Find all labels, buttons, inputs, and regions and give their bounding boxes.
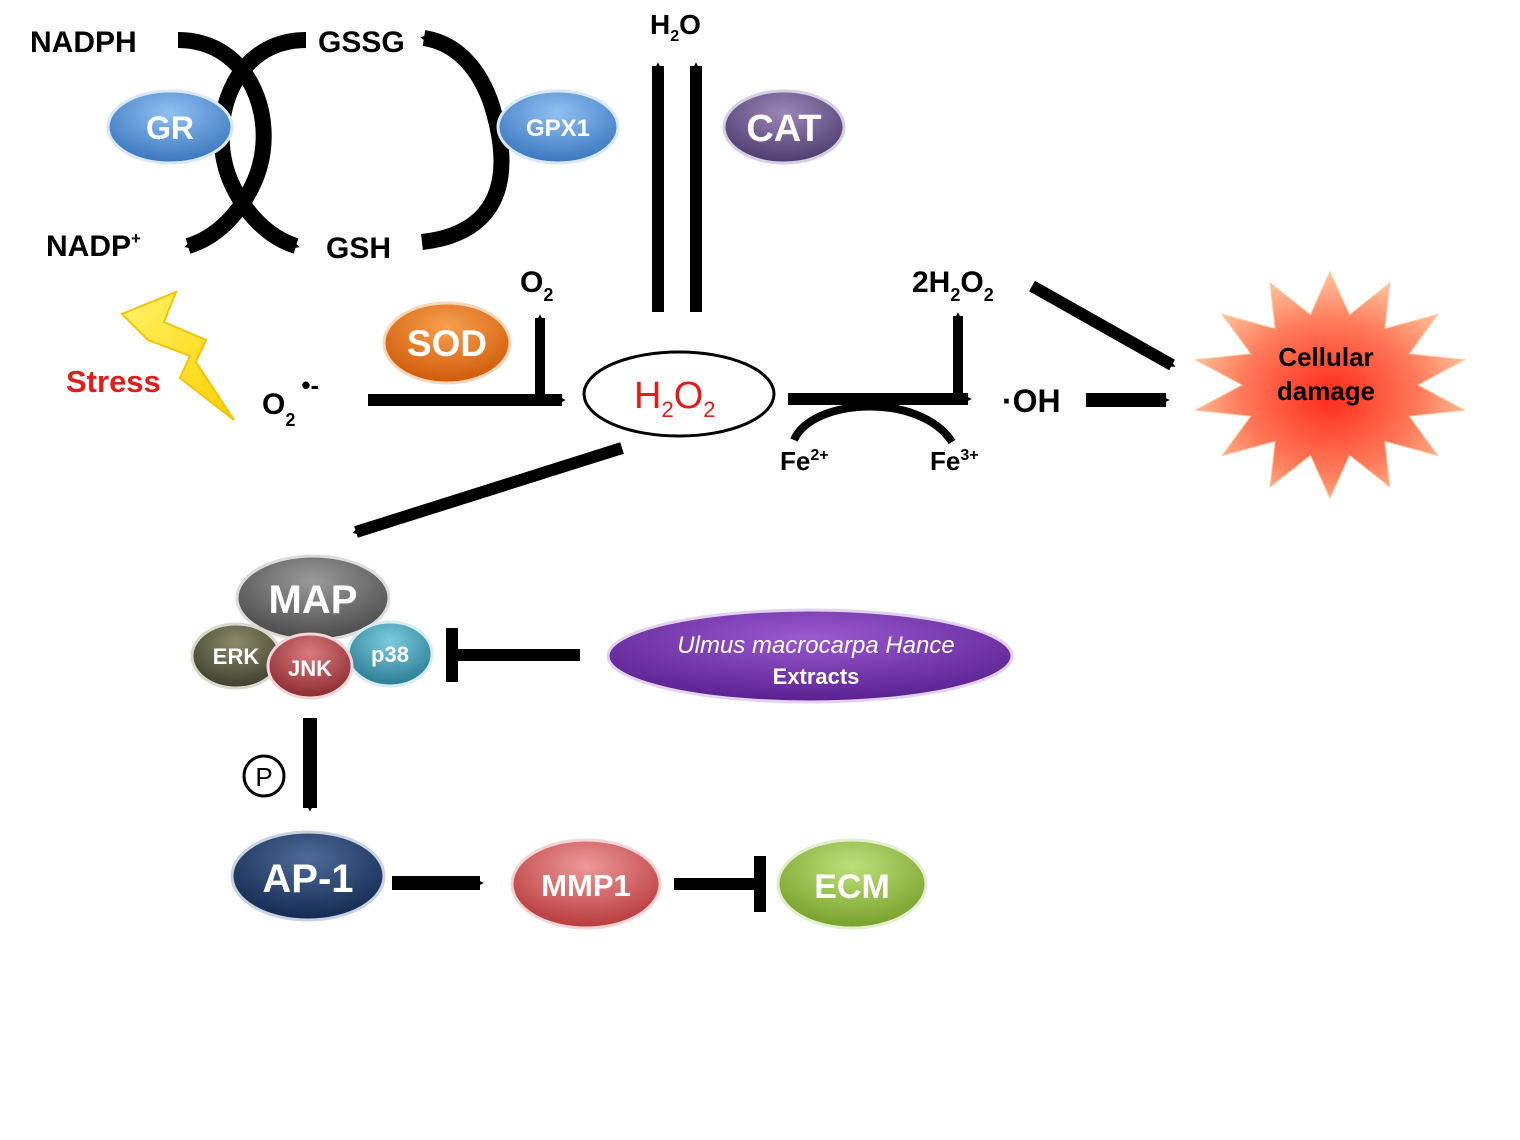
svg-text:MMP1: MMP1 — [541, 868, 631, 903]
svg-text:p38: p38 — [371, 642, 409, 667]
svg-text:ECM: ECM — [814, 868, 890, 906]
p38-enzyme: p38 — [346, 620, 434, 688]
iron-cycle-arc — [790, 402, 956, 445]
svg-text:P: P — [255, 762, 272, 792]
arrow-gssg-to-gsh — [213, 32, 307, 254]
extract-inhibition: Ulmus macrocarpa Hance Extracts — [446, 608, 1014, 704]
catalase-branch: H2O CAT — [650, 9, 846, 312]
svg-text:AP-1: AP-1 — [262, 857, 353, 901]
stress-source: Stress — [66, 290, 235, 421]
svg-text:GR: GR — [146, 110, 194, 146]
hydroxyl-label: ·OH — [1002, 383, 1061, 419]
ecm-enzyme: ECM — [776, 838, 928, 930]
arrow-2h2o2-to-damage — [1029, 280, 1176, 371]
fe3-label: Fe3+ — [930, 446, 979, 476]
mmp1-ecm-inhibition — [674, 856, 766, 912]
sod-enzyme: SOD — [382, 301, 512, 385]
svg-text:CAT: CAT — [746, 108, 821, 150]
gsh-label: GSH — [326, 232, 391, 265]
superoxide-label: O2•- — [262, 370, 319, 430]
map-kinase-cluster: MAP ERK p38 JNK — [190, 554, 434, 700]
o2-label: O2 — [520, 266, 553, 305]
fe2-label: Fe2+ — [780, 446, 829, 476]
nadp-label: NADP+ — [46, 229, 141, 263]
burst-shape — [1193, 270, 1467, 500]
svg-text:ERK: ERK — [213, 644, 260, 669]
svg-text:JNK: JNK — [288, 656, 332, 681]
cellular-damage-label-1: Cellular — [1278, 342, 1373, 372]
arrow-gsh-to-gssg — [420, 30, 510, 250]
ulmus-extract: Ulmus macrocarpa Hance Extracts — [606, 608, 1014, 704]
gr-enzyme: GR — [106, 89, 234, 165]
ap1-enzyme: AP-1 — [230, 830, 386, 922]
h2o-label: H2O — [650, 9, 701, 45]
gpx1-enzyme: GPX1 — [496, 89, 620, 165]
h2o2-node: H2O2 — [582, 350, 776, 438]
cat-enzyme: CAT — [722, 89, 846, 165]
arrow-h2o2-to-map — [352, 442, 624, 538]
sod-branch: O2 SOD — [368, 266, 566, 406]
nadph-label: NADPH — [30, 26, 137, 59]
glutathione-cycle: NADPH GSSG NADP+ GSH GR GPX1 — [30, 26, 620, 265]
lightning-bolt-icon — [120, 290, 235, 421]
fenton-branch: 2H2O2 ·OH Fe2+ Fe3+ — [780, 266, 1176, 476]
erk-enzyme: ERK — [190, 622, 282, 690]
extract-name: Ulmus macrocarpa Hance — [677, 632, 954, 659]
svg-text:GPX1: GPX1 — [526, 115, 590, 142]
svg-text:SOD: SOD — [407, 323, 487, 364]
mmp1-enzyme: MMP1 — [510, 838, 662, 930]
jnk-enzyme: JNK — [266, 632, 354, 700]
cellular-damage-burst: Cellular damage — [1193, 270, 1467, 500]
phosphorylation-symbol: P — [242, 754, 286, 798]
svg-text:MAP: MAP — [269, 578, 358, 622]
h2o2-label: H2O2 — [634, 375, 716, 422]
arrow-nadph-to-nadp — [177, 32, 272, 254]
gssg-label: GSSG — [318, 26, 405, 59]
stress-label: Stress — [66, 364, 161, 399]
2h2o2-label: 2H2O2 — [912, 266, 994, 305]
extract-sub: Extracts — [773, 664, 860, 689]
cellular-damage-label-2: damage — [1277, 376, 1375, 406]
